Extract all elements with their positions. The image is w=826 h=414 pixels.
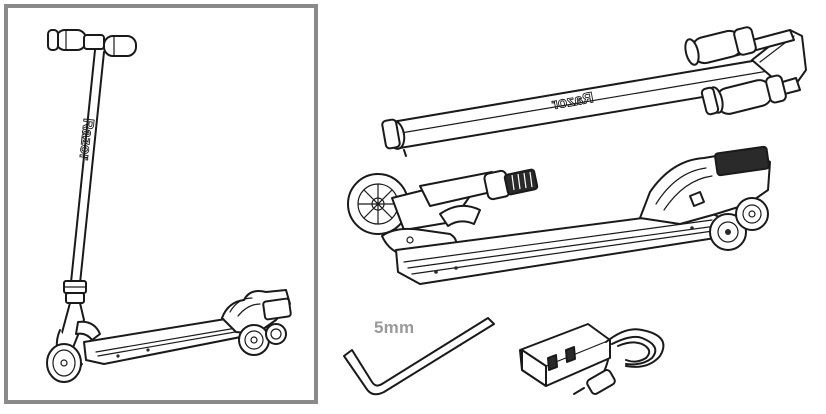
separate-handlebar: Razor: [381, 26, 807, 157]
battery-charger: [519, 323, 665, 395]
hex-key: [343, 317, 495, 396]
folded-scooter-deck: [347, 145, 771, 285]
deck-rear-motor: [639, 145, 771, 251]
handlebar-grip-top: [684, 26, 757, 66]
hex-key-size-label: 5mm: [374, 318, 415, 337]
assembled-front-wheel: [46, 302, 101, 383]
assembled-handlebar: [47, 29, 137, 57]
assembled-brand-mark: Razor: [76, 118, 97, 161]
handlebar-grip-bottom: [700, 74, 787, 116]
assembled-stem: Razor: [63, 49, 105, 304]
assembled-scooter: Razor: [46, 29, 292, 383]
assembled-scooter-frame: [4, 4, 318, 404]
deck-spring: [503, 168, 539, 196]
assembled-rear-motor: [221, 289, 292, 356]
